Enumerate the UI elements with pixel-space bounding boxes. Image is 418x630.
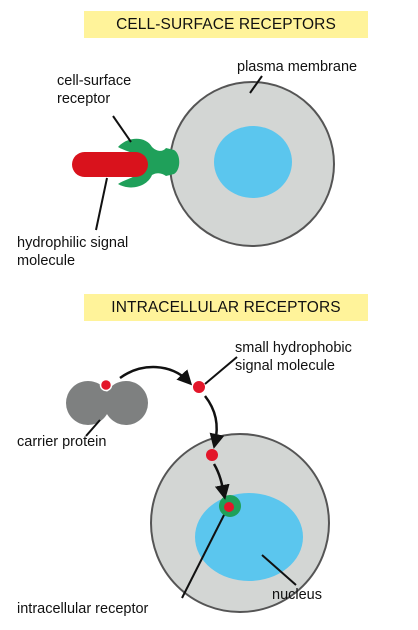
leader-nucleus [261, 554, 297, 586]
label-plasma-membrane: plasma membrane [237, 59, 358, 75]
section-title-intracellular: INTRACELLULAR RECEPTORS [84, 294, 368, 321]
leader-hydrophobic [204, 356, 238, 385]
label-nucleus: nucleus [272, 587, 322, 603]
leader-membrane [249, 75, 263, 94]
free-signal-molecule [193, 381, 205, 393]
leader-receptor [112, 115, 132, 143]
label-carrier-protein: carrier protein [17, 434, 107, 450]
bound-signal-molecule [99, 378, 113, 392]
leader-intracellular-receptor [181, 514, 225, 599]
top-nucleus [214, 126, 292, 198]
arrow-nucleus [212, 463, 230, 500]
label-cell-surface-receptor: cell-surface receptor [57, 73, 132, 107]
label-intracellular-receptor: intracellular receptor [17, 601, 149, 617]
leader-signal [95, 177, 108, 231]
arrow-release [119, 365, 193, 386]
label-hydrophilic-signal-molecule: hydrophilic signal molecule [17, 235, 129, 269]
bottom-nucleus [195, 493, 303, 581]
hydrophilic-signal-molecule [72, 152, 148, 177]
arrow-membrane [204, 395, 225, 449]
label-small-hydrophobic-signal-molecule: small hydrophobic signal molecule [235, 340, 352, 374]
section-title-cell-surface: CELL-SURFACE RECEPTORS [84, 11, 368, 38]
carrier-protein [66, 381, 148, 425]
leader-carrier [85, 419, 101, 437]
cell-surface-receptor [118, 138, 180, 188]
cytoplasm-signal-molecule [206, 449, 218, 461]
intracellular-receptor [219, 495, 241, 517]
